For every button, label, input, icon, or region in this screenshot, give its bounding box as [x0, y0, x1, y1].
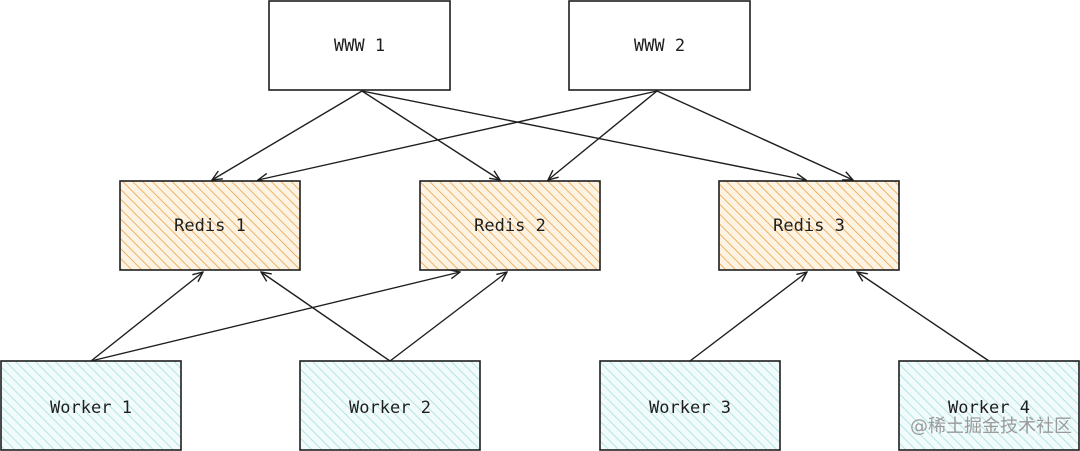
www2-box [568, 0, 751, 91]
www1-label: WWW 1 [334, 36, 385, 56]
edge-www1-to-redis3 [361, 90, 806, 180]
edge-www1-to-redis2 [361, 90, 500, 180]
worker4-box [898, 360, 1080, 451]
redis3-label: Redis 3 [773, 216, 845, 236]
node-redis2: Redis 2 [419, 180, 601, 271]
node-worker4: Worker 4 [898, 360, 1080, 451]
edge-worker3-to-redis3 [689, 272, 807, 362]
worker1-label: Worker 1 [50, 398, 132, 418]
edge-worker2-to-redis1 [261, 272, 391, 362]
worker2-label: Worker 2 [349, 398, 431, 418]
node-redis3: Redis 3 [718, 180, 900, 271]
edge-www1-to-redis1 [212, 90, 363, 180]
www1-box [268, 0, 451, 91]
redis2-box [419, 180, 601, 271]
edge-worker2-to-redis2 [389, 272, 507, 362]
node-worker1: Worker 1 [0, 360, 182, 451]
node-worker3: Worker 3 [599, 360, 781, 451]
edge-www2-to-redis2 [548, 90, 658, 180]
worker2-box [299, 360, 481, 451]
edge-worker1-to-redis2 [90, 272, 460, 362]
redis3-box [718, 180, 900, 271]
redis2-label: Redis 2 [474, 216, 546, 236]
node-www2: WWW 2 [568, 0, 751, 91]
worker4-label: Worker 4 [948, 398, 1030, 418]
watermark-text: @稀土掘金技术社区 [910, 416, 1072, 437]
node-redis1: Redis 1 [119, 180, 301, 271]
redis1-label: Redis 1 [174, 216, 246, 236]
edge-worker4-to-redis3 [857, 272, 990, 362]
worker1-box [0, 360, 182, 451]
worker3-box [599, 360, 781, 451]
node-worker2: Worker 2 [299, 360, 481, 451]
www2-label: WWW 2 [634, 36, 685, 56]
edges-layer [90, 90, 990, 362]
edge-www2-to-redis1 [258, 90, 658, 180]
redis1-box [119, 180, 301, 271]
worker3-label: Worker 3 [649, 398, 731, 418]
edge-worker1-to-redis1 [90, 272, 203, 362]
edge-www2-to-redis3 [656, 90, 853, 180]
node-www1: WWW 1 [268, 0, 451, 91]
